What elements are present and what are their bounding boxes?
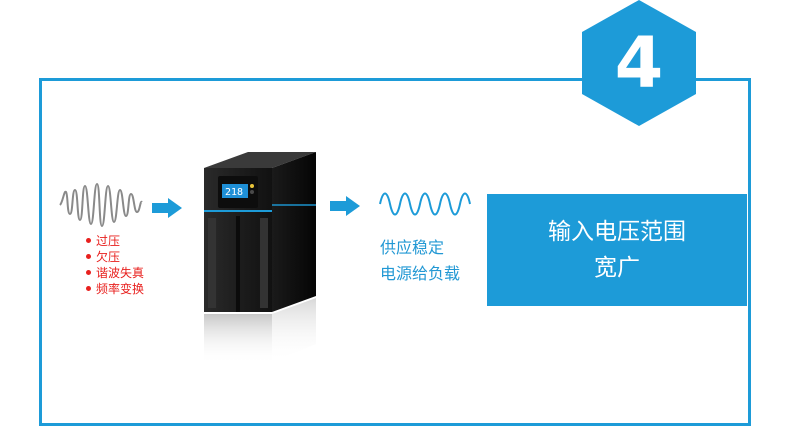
bullet-icon [86, 254, 91, 259]
bullet-icon [86, 286, 91, 291]
output-line-2: 电源给负载 [380, 264, 461, 283]
clean-wave-icon [379, 192, 471, 216]
noisy-wave-icon [59, 182, 143, 228]
arrow-right-icon [152, 198, 182, 218]
feature-title-line-2: 宽广 [594, 255, 640, 281]
bullet-icon [86, 238, 91, 243]
list-item: 谐波失真 [86, 265, 144, 281]
bullet-icon [86, 270, 91, 275]
content-frame [39, 78, 751, 426]
list-item: 频率变换 [86, 281, 144, 297]
input-issues-list: 过压 欠压 谐波失真 频率变换 [86, 233, 144, 297]
feature-panel: 输入电压范围 宽广 [487, 194, 747, 306]
list-item: 欠压 [86, 249, 144, 265]
step-badge: 4 [577, 0, 701, 126]
feature-title-line-1: 输入电压范围 [548, 219, 686, 245]
list-item: 过压 [86, 233, 144, 249]
svg-text:218: 218 [225, 187, 243, 198]
arrow-right-icon [330, 196, 360, 216]
ups-device-image: 218 [204, 152, 316, 364]
step-number: 4 [614, 22, 664, 104]
output-description: 供应稳定 电源给负载 [380, 235, 460, 287]
hexagon-shape [582, 0, 696, 126]
output-line-1: 供应稳定 [380, 238, 445, 257]
